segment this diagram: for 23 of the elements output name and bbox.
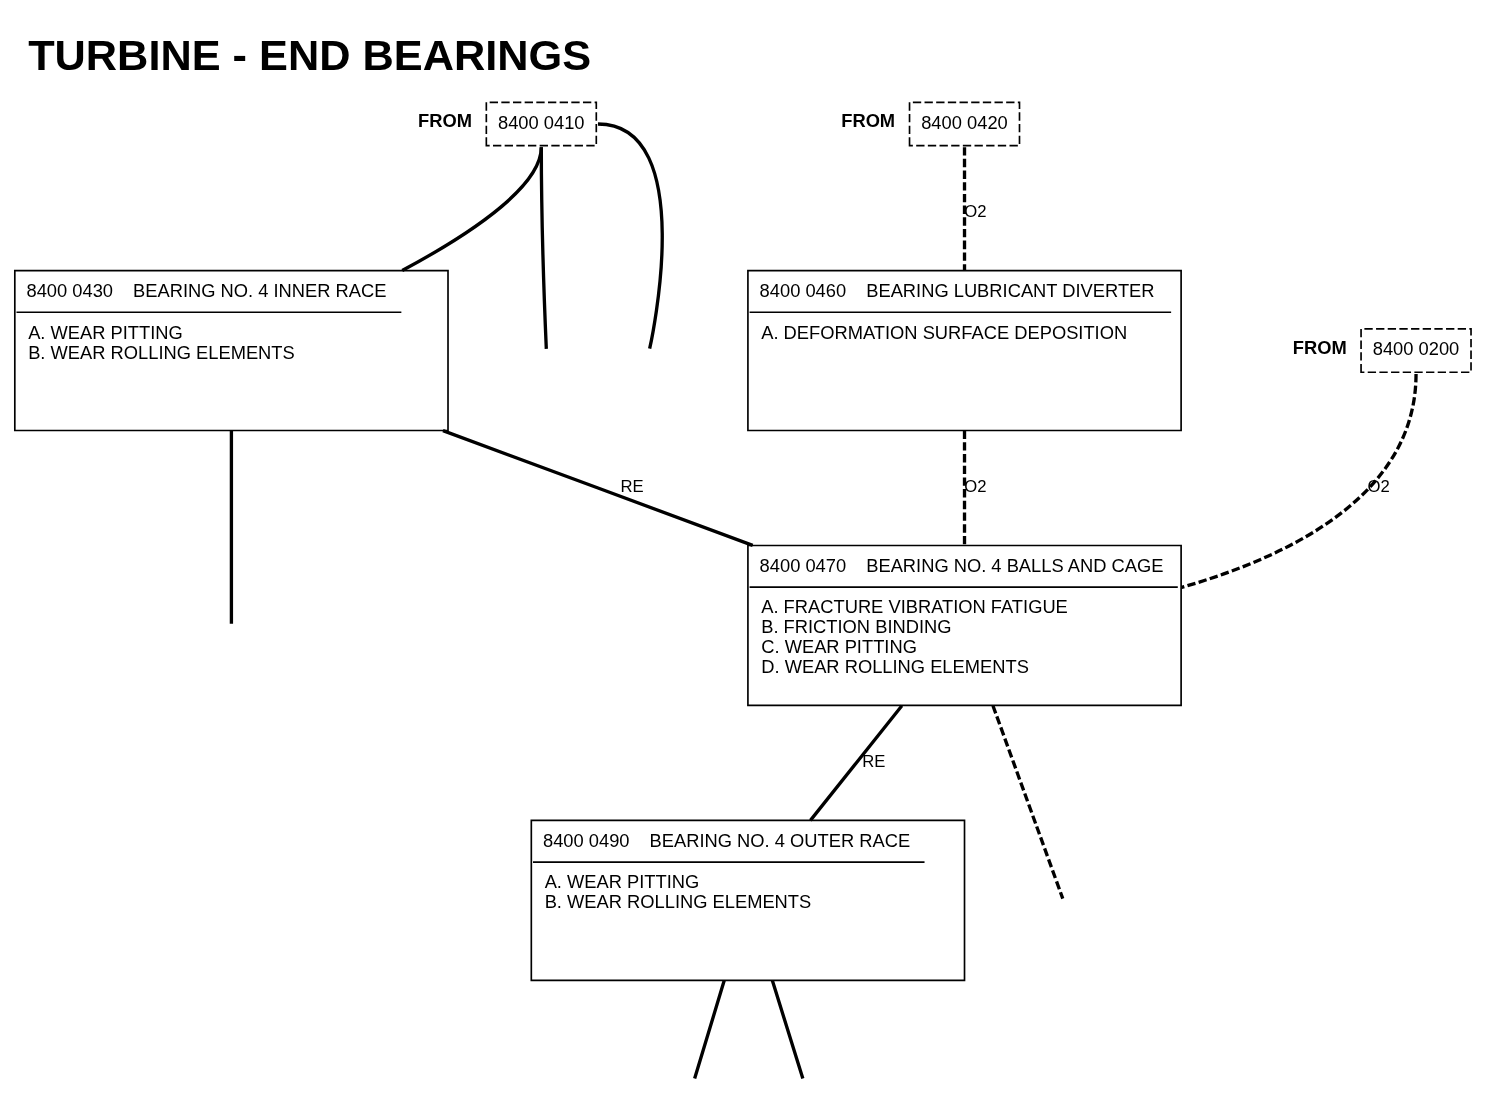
connector [229,430,234,624]
connector [962,146,967,270]
edge-label: RE [620,476,644,496]
connector [401,146,543,272]
edge-label: O2 [964,476,987,496]
edge-label: RE [862,751,886,771]
connector [597,121,664,349]
connector [809,704,904,821]
connector [442,428,754,547]
connector [991,704,1065,899]
connector [539,146,548,349]
node-label: FROM [418,109,472,131]
diagram-title: TURBINE - END BEARINGS [28,30,592,79]
connector [693,979,726,1079]
node-box: 8400 0200 [1360,327,1472,373]
node-label: FROM [1292,336,1347,358]
edge-label: O2 [1367,476,1390,496]
connector [770,979,805,1079]
connector [962,430,967,545]
connector [1181,373,1418,589]
node-label: FROM [841,109,896,131]
node-box: 8400 0410 [485,100,598,146]
node-box: 8400 0420 [908,100,1021,146]
